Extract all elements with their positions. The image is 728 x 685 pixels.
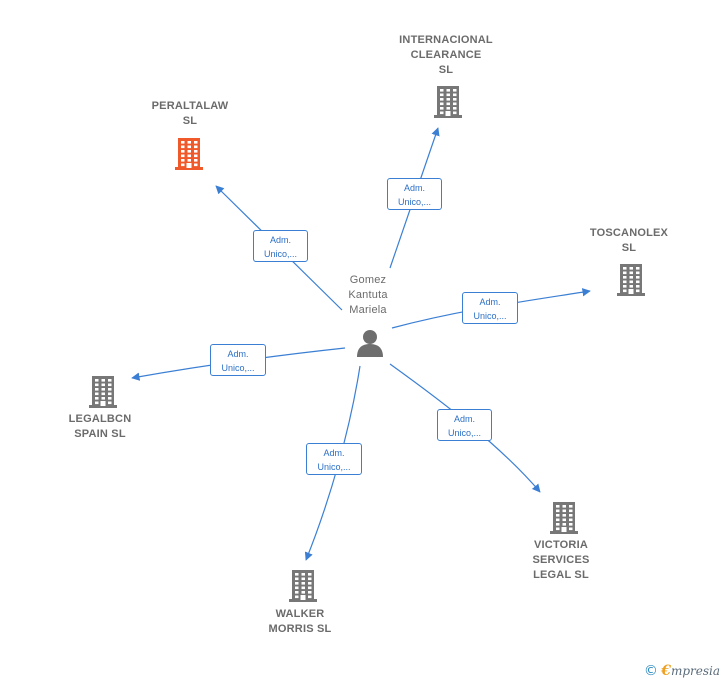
company-label-peraltalaw[interactable]: PERALTALAW SL — [130, 99, 250, 129]
relation-role: Adm. — [453, 414, 475, 424]
company-name-line: WALKER — [275, 608, 325, 620]
relation-role: Adm. — [269, 235, 291, 245]
building-icon[interactable] — [286, 568, 320, 609]
relation-role: Adm. — [479, 297, 501, 307]
footer-brand[interactable]: © €mpresia — [644, 663, 720, 679]
building-icon[interactable] — [431, 84, 465, 125]
relation-label-toscanolex[interactable]: Adm. Unico,... — [462, 292, 518, 324]
company-label-toscanolex[interactable]: TOSCANOLEX SL — [569, 226, 689, 256]
company-label-internacional-clearance[interactable]: INTERNACIONAL CLEARANCE SL — [386, 33, 506, 78]
relation-role-detail: Unico,... — [397, 197, 431, 207]
company-name-line: MORRIS SL — [268, 623, 332, 635]
relation-role-detail: Unico,... — [263, 249, 297, 259]
company-label-legalbcn-spain[interactable]: LEGALBCN SPAIN SL — [40, 412, 160, 442]
building-icon[interactable] — [86, 374, 120, 415]
relation-label-victoria-services-legal[interactable]: Adm. Unico,... — [437, 409, 492, 441]
company-label-walker-morris[interactable]: WALKER MORRIS SL — [240, 607, 360, 637]
company-name-line: SPAIN SL — [74, 428, 126, 440]
relation-role-detail: Unico,... — [447, 428, 481, 438]
relation-label-internacional-clearance[interactable]: Adm. Unico,... — [387, 178, 442, 210]
company-name-line: SL — [182, 115, 198, 127]
person-name-line-1: Gomez — [349, 274, 387, 286]
relation-role-detail: Unico,... — [317, 462, 351, 472]
relation-role: Adm. — [403, 183, 425, 193]
company-name-line: SL — [621, 242, 637, 254]
relation-label-legalbcn-spain[interactable]: Adm. Unico,... — [210, 344, 266, 376]
relation-label-walker-morris[interactable]: Adm. Unico,... — [306, 443, 362, 475]
person-name-line-3: Mariela — [349, 304, 387, 316]
building-icon[interactable] — [614, 262, 648, 303]
brand-logo: €mpresia — [661, 663, 720, 679]
building-icon[interactable] — [547, 500, 581, 541]
copyright-icon: © — [643, 663, 658, 679]
company-name-line: INTERNACIONAL — [399, 34, 493, 46]
person-icon[interactable] — [355, 328, 385, 358]
person-name-label[interactable]: Gomez Kantuta Mariela — [328, 273, 408, 318]
company-name-line: LEGAL SL — [533, 569, 589, 581]
relation-role-detail: Unico,... — [221, 363, 255, 373]
company-name-line: CLEARANCE — [410, 49, 482, 61]
company-name-line: SL — [438, 64, 454, 76]
company-label-victoria-services-legal[interactable]: VICTORIA SERVICES LEGAL SL — [501, 538, 621, 583]
person-name-line-2: Kantuta — [348, 289, 388, 301]
company-name-line: LEGALBCN — [68, 413, 132, 425]
relation-role: Adm. — [227, 349, 249, 359]
company-name-line: SERVICES — [532, 554, 590, 566]
company-name-line: VICTORIA — [534, 539, 588, 551]
company-name-line: PERALTALAW — [151, 100, 229, 112]
relation-label-peraltalaw[interactable]: Adm. Unico,... — [253, 230, 308, 262]
company-name-line: TOSCANOLEX — [589, 227, 669, 239]
relation-role-detail: Unico,... — [473, 311, 507, 321]
building-icon[interactable] — [172, 136, 206, 177]
relation-role: Adm. — [323, 448, 345, 458]
